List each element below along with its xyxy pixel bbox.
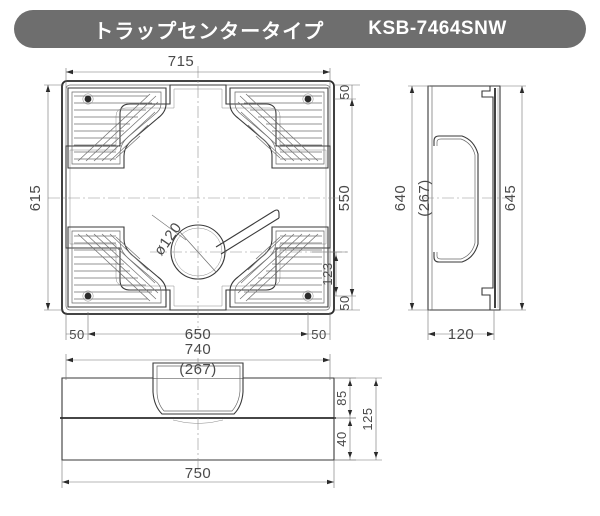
- side-view-group: 640 (267) 645 120: [392, 85, 526, 343]
- dim-label-550: 550: [336, 185, 353, 212]
- dim-label-120: 120: [448, 326, 475, 343]
- dim-label-edge-top-50: 50: [337, 84, 352, 99]
- dim-front-width-740: 740: [65, 341, 331, 380]
- dim-side-height-640: 640: [392, 85, 430, 311]
- corner-pad-top-left: [67, 87, 167, 169]
- front-view-group: 740 (267) 750 85: [60, 341, 382, 488]
- top-view-group: ø120 715 615: [27, 53, 360, 343]
- dim-inner-width-650: 650: [87, 312, 309, 343]
- dim-label-front-267: (267): [179, 361, 217, 378]
- dim-side-inner-267: (267): [416, 179, 433, 217]
- dim-edge-right-50: 50: [308, 312, 331, 342]
- dim-front-base-width-750: 750: [61, 460, 335, 488]
- dim-label-615: 615: [27, 185, 44, 212]
- dim-label-750: 750: [185, 465, 212, 482]
- dim-label-edge-bottom-50: 50: [337, 295, 352, 310]
- pan-floor-channel: [65, 84, 331, 311]
- top-view-centerlines: [48, 66, 348, 328]
- dim-label-side-267: (267): [416, 179, 433, 217]
- dim-label-740: 740: [185, 341, 212, 358]
- corner-pad-bottom-left: [67, 226, 167, 308]
- technical-drawing-canvas: ø120 715 615: [0, 48, 600, 516]
- dim-overall-height-615: 615: [27, 84, 64, 311]
- dim-label-645: 645: [502, 185, 519, 212]
- header-title-japanese: トラップセンタータイプ: [93, 20, 325, 43]
- dim-side-depth-120: 120: [427, 310, 495, 343]
- corner-pad-top-right: [229, 87, 329, 169]
- dim-front-bump-height-85: 85: [334, 377, 356, 419]
- header-model-number: KSB-7464SNW: [368, 18, 507, 39]
- dim-label-715: 715: [168, 53, 195, 70]
- dim-front-base-height-40: 40: [334, 417, 356, 461]
- center-drain: ø120: [151, 209, 280, 280]
- dim-edge-bottom-50: 50: [334, 295, 360, 311]
- header-bar: トラップセンタータイプ KSB-7464SNW: [14, 10, 586, 48]
- dim-label-edge-right-50: 50: [311, 327, 326, 342]
- dim-label-85: 85: [334, 390, 349, 405]
- dim-label-125: 125: [360, 407, 375, 430]
- dim-inner-height-550: 550: [334, 98, 356, 297]
- dim-label-edge-left-50: 50: [69, 327, 84, 342]
- dim-side-height-645: 645: [500, 85, 526, 311]
- dim-edge-top-50: 50: [334, 84, 360, 100]
- dim-front-bump-267: (267): [179, 361, 217, 378]
- dim-label-40: 40: [334, 431, 349, 446]
- dim-label-640: 640: [392, 185, 409, 212]
- dim-label-123: 123: [320, 262, 335, 285]
- dim-edge-left-50: 50: [65, 312, 88, 342]
- dim-overall-width-715: 715: [65, 53, 331, 88]
- dim-trap-offset-123: 123: [312, 251, 348, 296]
- dim-label-650: 650: [185, 326, 212, 343]
